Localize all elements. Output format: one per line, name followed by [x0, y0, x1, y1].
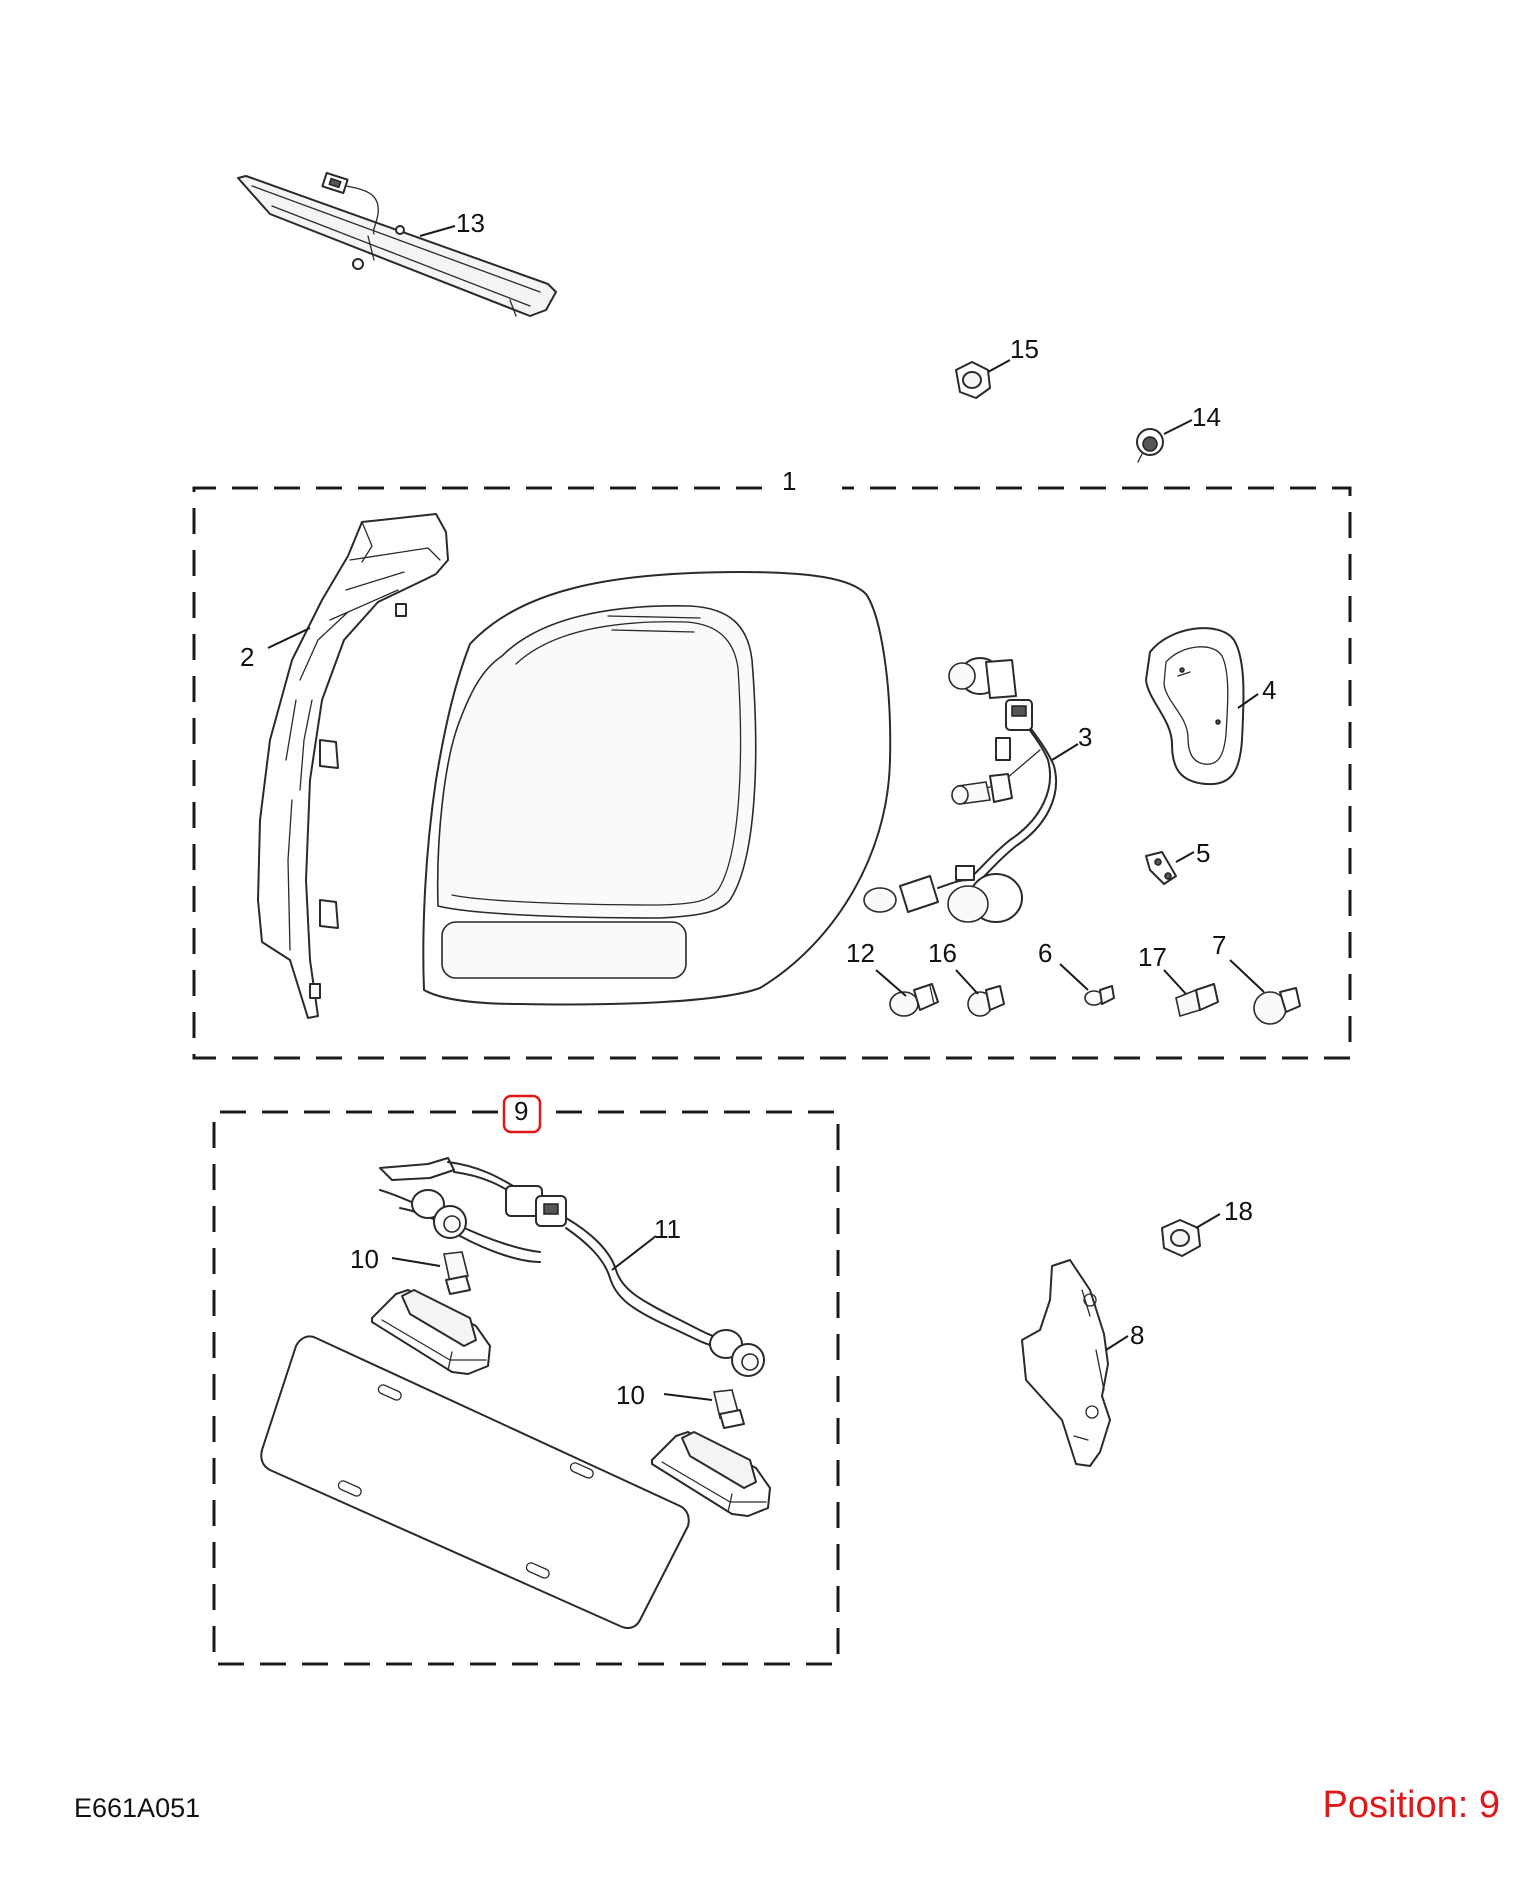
position-label: Position: 9 — [1322, 1784, 1500, 1826]
callout-6[interactable]: 6 — [1038, 938, 1052, 968]
part-14-bolt[interactable] — [1136, 419, 1193, 463]
callout-17[interactable]: 17 — [1138, 942, 1167, 972]
callout-12[interactable]: 12 — [846, 938, 875, 968]
kit-1-boundary — [192, 486, 1352, 1060]
part-17-bulb[interactable] — [1163, 969, 1219, 1018]
part-8-foam-pad[interactable] — [1021, 1259, 1129, 1467]
licence-plate-outline — [260, 1335, 690, 1629]
part-6-bulb[interactable] — [1059, 963, 1115, 1006]
callout-11[interactable]: 11 — [654, 1214, 681, 1244]
part-15-nut[interactable] — [955, 359, 1011, 399]
callout-10-lower[interactable]: 10 — [616, 1380, 645, 1410]
part-11-licence-lamp-harness[interactable] — [379, 1157, 765, 1377]
part-4-seal-gasket[interactable] — [1145, 627, 1259, 786]
part-10-bulb-lower[interactable] — [663, 1389, 745, 1429]
part-10-bulb-upper[interactable] — [391, 1251, 471, 1295]
callout-3[interactable]: 3 — [1078, 722, 1092, 752]
callout-15[interactable]: 15 — [1010, 334, 1039, 364]
callout-14[interactable]: 14 — [1192, 402, 1221, 432]
callout-7[interactable]: 7 — [1212, 930, 1226, 960]
callout-4[interactable]: 4 — [1262, 675, 1276, 705]
tail-lamp-assembly[interactable] — [422, 571, 892, 1006]
callout-18[interactable]: 18 — [1224, 1196, 1253, 1226]
part-12-bulb[interactable] — [875, 969, 939, 1017]
callout-5[interactable]: 5 — [1196, 838, 1210, 868]
diagram-code: E661A051 — [74, 1793, 201, 1823]
callout-2[interactable]: 2 — [240, 642, 254, 672]
callout-1[interactable]: 1 — [782, 466, 796, 496]
part-5-clip[interactable] — [1145, 851, 1195, 885]
callout-8[interactable]: 8 — [1130, 1320, 1144, 1350]
part-7-bulb[interactable] — [1229, 959, 1301, 1025]
callout-13[interactable]: 13 — [456, 208, 485, 238]
licence-lamp-housing-left[interactable] — [371, 1289, 491, 1375]
part-3-wiring-harness[interactable] — [863, 657, 1079, 923]
callout-9[interactable]: 9 — [514, 1096, 528, 1126]
kit-9-boundary — [212, 1110, 840, 1666]
part-16-bulb[interactable] — [955, 969, 1005, 1017]
callout-10-upper[interactable]: 10 — [350, 1244, 379, 1274]
licence-lamp-housing-right[interactable] — [651, 1431, 771, 1517]
callout-16[interactable]: 16 — [928, 938, 957, 968]
part-13-high-mount-brake-lamp[interactable] — [237, 171, 557, 317]
part-18-nut[interactable] — [1161, 1213, 1221, 1257]
selected-callout-highlight — [502, 1094, 542, 1134]
part-2-gasket-strip[interactable] — [257, 513, 449, 1019]
